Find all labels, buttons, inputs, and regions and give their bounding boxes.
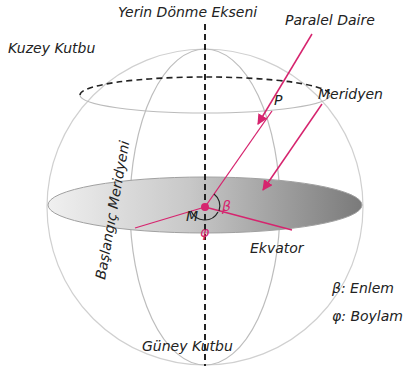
- legend-latitude: β: Enlem: [332, 280, 394, 296]
- longitude-symbol: φ: [200, 224, 209, 240]
- south-pole-label: Güney Kutbu: [142, 338, 233, 354]
- legend-longitude: φ: Boylam: [332, 308, 403, 324]
- meridian-label: Meridyen: [318, 86, 383, 102]
- north-pole-label: Kuzey Kutbu: [8, 40, 95, 56]
- latitude-symbol: β: [222, 198, 231, 214]
- axis-label: Yerin Dönme Ekseni: [118, 4, 257, 20]
- parallel-label: Paralel Daire: [285, 12, 375, 28]
- center-label: M: [186, 208, 198, 224]
- point-label: P: [274, 92, 282, 108]
- equator-label: Ekvator: [250, 240, 304, 256]
